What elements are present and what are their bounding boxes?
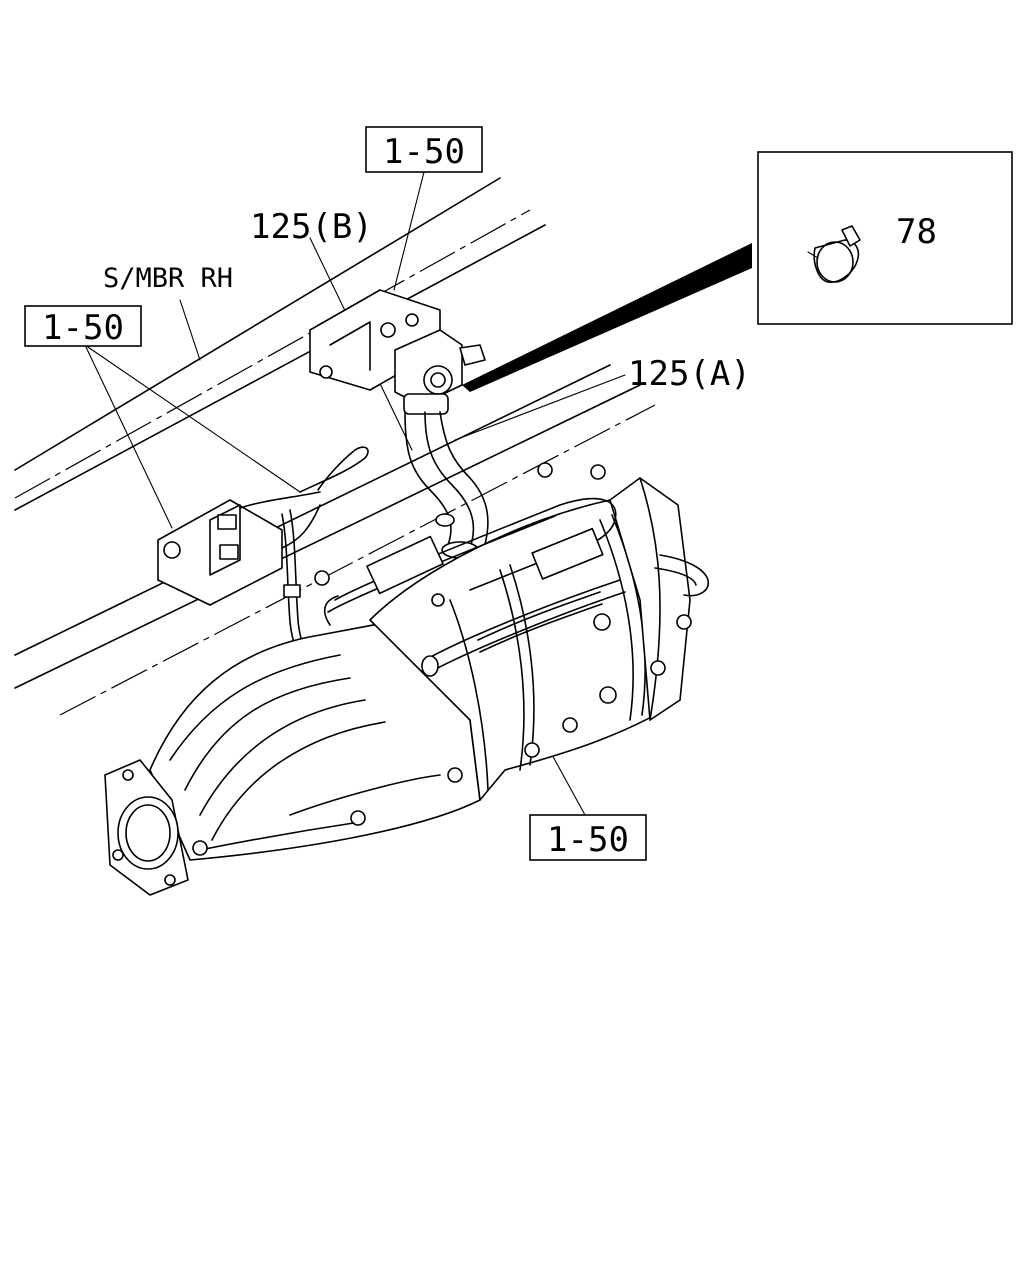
sensor-pipes [323,497,709,677]
reference-box-top: 1-50 [365,126,483,173]
pressure-sensor-bracket [309,289,486,415]
sensor-hoses [404,411,489,559]
clip-detail-box [757,151,1013,325]
frame-member-label: S/MBR RH [103,263,233,294]
detail-pointer-wedge [462,243,752,392]
dpd-canister-body [104,462,692,896]
left-sensor-bracket [157,491,321,606]
reference-box-left: 1-50 [24,305,142,348]
ref-top-label: 1-50 [383,132,465,172]
side-member-frame-rail [14,177,656,716]
part-78-label: 78 [896,212,937,252]
part-125b-label: 125(B) [250,207,373,247]
ref-left-label: 1-50 [42,308,124,348]
ref-bottom-label: 1-50 [547,820,629,860]
part-125a-label: 125(A) [628,354,751,394]
reference-box-bottom: 1-50 [529,814,647,861]
